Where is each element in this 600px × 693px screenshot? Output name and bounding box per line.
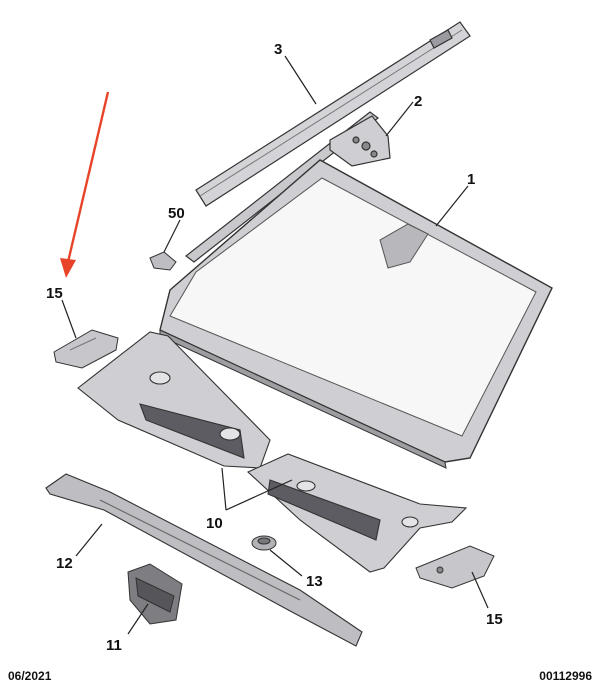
- part-10-right-cowl: [247, 453, 468, 573]
- part-12-cross-beam: [45, 473, 363, 647]
- callout-12: 12: [56, 555, 73, 572]
- callout-1: 1: [467, 171, 475, 188]
- callout-2: 2: [414, 93, 422, 110]
- callout-15-right: 15: [486, 611, 503, 628]
- part-15-right-bracket: [415, 545, 495, 589]
- part-2-bracket: [185, 111, 391, 263]
- footer-reference-number: 00112996: [539, 669, 592, 683]
- callout-10: 10: [206, 515, 223, 532]
- part-11-grille: [127, 563, 183, 625]
- part-1-windscreen: [159, 159, 553, 469]
- callout-15-left: 15: [46, 285, 63, 302]
- part-3-roof-strip: [195, 21, 471, 207]
- callout-50: 50: [168, 205, 185, 222]
- footer-date: 06/2021: [8, 669, 52, 683]
- callout-11: 11: [106, 637, 122, 654]
- part-50-clip: [149, 251, 177, 271]
- part-15-left-bracket: [53, 329, 119, 369]
- callout-3: 3: [274, 41, 282, 58]
- callout-13: 13: [306, 573, 323, 590]
- part-10-left-cowl: [77, 331, 271, 469]
- part-13-grommet: [251, 535, 277, 551]
- leader-lines: [61, 55, 489, 635]
- red-indicator-arrow: [60, 91, 110, 278]
